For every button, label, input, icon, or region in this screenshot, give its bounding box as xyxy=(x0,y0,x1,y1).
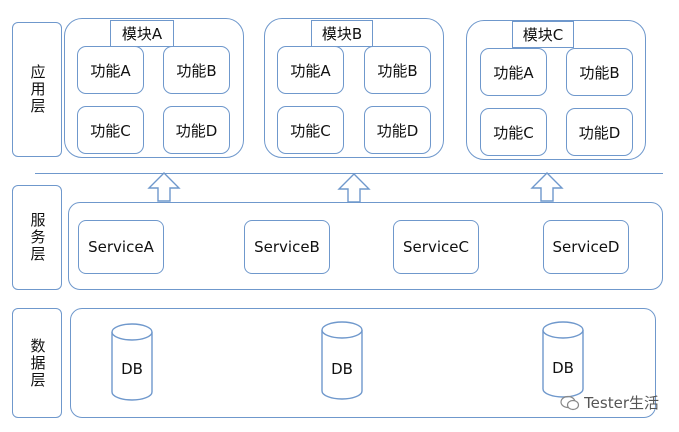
layer-label-app-text: 应用层 xyxy=(28,64,47,115)
wechat-icon xyxy=(560,395,580,410)
up-arrow-icon xyxy=(147,172,181,202)
module-c-function-d: 功能D xyxy=(566,108,633,156)
database-label: DB xyxy=(331,360,353,378)
layer-label-service-text: 服务层 xyxy=(28,212,47,263)
module-a-function-d: 功能D xyxy=(163,106,230,154)
module-b-function-d: 功能D xyxy=(364,106,431,154)
layer-divider xyxy=(35,173,663,174)
service-c: ServiceC xyxy=(393,220,479,274)
database-icon xyxy=(542,321,584,398)
service-a: ServiceA xyxy=(78,220,164,274)
module-c-function-b: 功能B xyxy=(566,48,633,96)
layer-label-data-text: 数据层 xyxy=(28,337,47,389)
module-c-title: 模块C xyxy=(512,21,574,48)
service-b: ServiceB xyxy=(244,220,330,274)
up-arrow-icon xyxy=(337,173,371,203)
up-arrow-icon xyxy=(530,172,564,202)
database-icon xyxy=(321,321,363,400)
layer-label-app: 应用层 xyxy=(12,22,62,157)
module-b-function-b: 功能B xyxy=(364,46,431,94)
module-c-function-a: 功能A xyxy=(480,48,547,96)
layer-label-service: 服务层 xyxy=(12,185,62,290)
watermark-text: Tester生活 xyxy=(584,394,659,412)
module-a-title: 模块A xyxy=(110,20,174,47)
database-icon xyxy=(111,323,153,401)
module-b-function-a: 功能A xyxy=(277,46,344,94)
module-a-function-b: 功能B xyxy=(163,46,230,94)
service-d: ServiceD xyxy=(543,220,629,274)
watermark: Tester生活 xyxy=(560,392,659,413)
module-a-function-c: 功能C xyxy=(77,106,144,154)
module-c-function-c: 功能C xyxy=(480,108,547,156)
database-label: DB xyxy=(552,359,574,377)
module-a-function-a: 功能A xyxy=(77,46,144,94)
module-b-function-c: 功能C xyxy=(277,106,344,154)
module-b-title: 模块B xyxy=(311,20,373,47)
layer-label-data: 数据层 xyxy=(12,308,62,418)
database-label: DB xyxy=(121,360,143,378)
